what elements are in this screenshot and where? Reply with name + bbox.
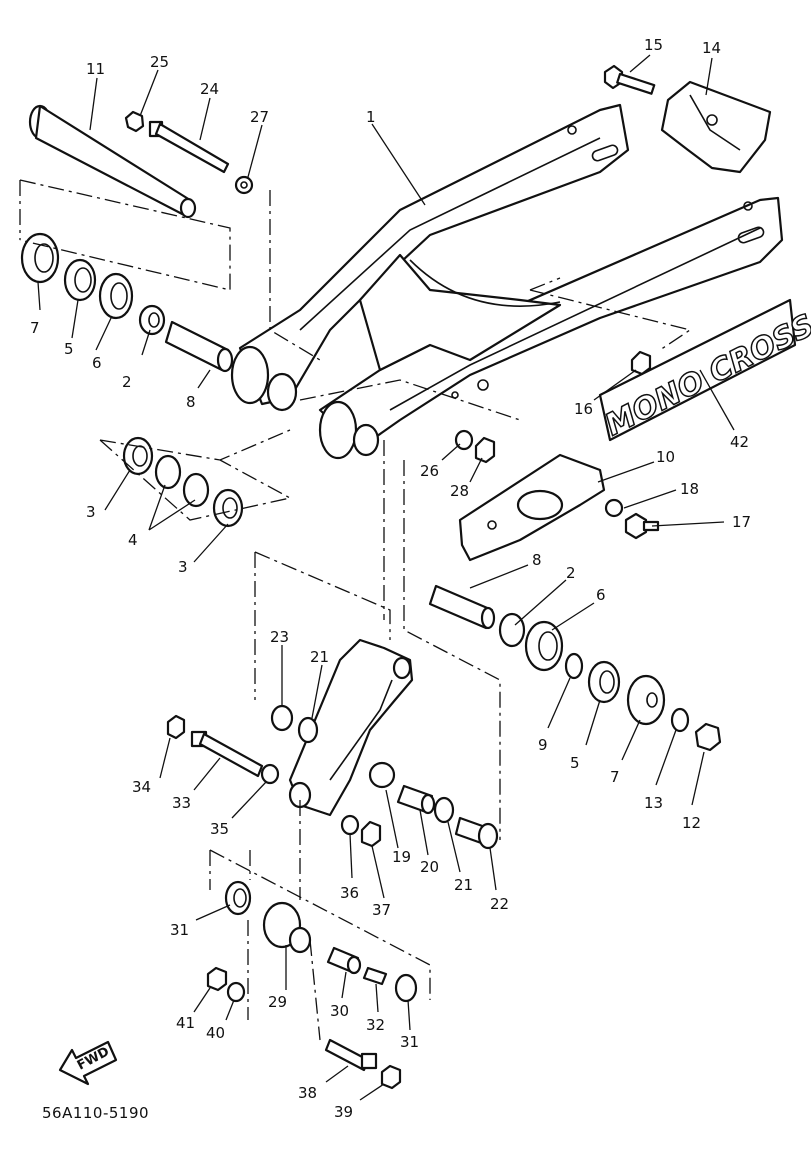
- callout-9: 9: [538, 736, 548, 754]
- callout-30: 30: [330, 1002, 349, 1020]
- seal-21-bottom: [433, 796, 455, 824]
- callout-35: 35: [210, 820, 229, 838]
- bolt-17: [624, 512, 660, 540]
- callout-22: 22: [490, 895, 509, 913]
- callout-3: 3: [178, 558, 188, 576]
- callout-1: 1: [366, 108, 376, 126]
- callout-21: 21: [310, 648, 329, 666]
- seal-21-top: [297, 716, 319, 744]
- leader-lines: [37, 54, 735, 1101]
- center-bearing-stack: [122, 436, 244, 528]
- callout-40: 40: [206, 1024, 225, 1042]
- nut-28: [474, 436, 496, 464]
- callout-2: 2: [122, 373, 132, 391]
- callout-33: 33: [172, 794, 191, 812]
- callout-8: 8: [186, 393, 196, 411]
- callout-20: 20: [420, 858, 439, 876]
- callout-21: 21: [454, 876, 473, 894]
- nut-16: [630, 350, 652, 376]
- callout-6: 6: [596, 586, 606, 604]
- callout-28: 28: [450, 482, 469, 500]
- washer-35: [260, 763, 280, 785]
- nut-37: [360, 820, 382, 848]
- mono-cross-decal: MONO CROSS: [598, 298, 811, 444]
- decal-text: MONO CROSS: [600, 308, 811, 443]
- callout-5: 5: [64, 340, 74, 358]
- callout-31: 31: [170, 921, 189, 939]
- connecting-rod-stack: [224, 880, 418, 1003]
- washer-26: [454, 429, 474, 451]
- callout-13: 13: [644, 794, 663, 812]
- callout-32: 32: [366, 1016, 385, 1034]
- chain-guide: [660, 80, 772, 174]
- callout-27: 27: [250, 108, 269, 126]
- callout-23: 23: [270, 628, 289, 646]
- callout-17: 17: [732, 513, 751, 531]
- callout-15: 15: [644, 36, 663, 54]
- bushing-20: [396, 784, 436, 815]
- washer-18: [604, 498, 624, 518]
- callout-25: 25: [150, 53, 169, 71]
- callout-37: 37: [372, 901, 391, 919]
- callout-10: 10: [656, 448, 675, 466]
- callout-12: 12: [682, 814, 701, 832]
- callout-11: 11: [86, 60, 105, 78]
- callout-39: 39: [334, 1103, 353, 1121]
- assembly-lines: [19, 179, 692, 1041]
- callout-7: 7: [610, 768, 620, 786]
- collar-22: [454, 816, 499, 850]
- callout-36: 36: [340, 884, 359, 902]
- pivot-shaft-11: [28, 104, 197, 219]
- washer-27: [234, 175, 254, 195]
- callout-14: 14: [702, 39, 721, 57]
- right-pivot-stack: [428, 584, 722, 752]
- callout-18: 18: [680, 480, 699, 498]
- nut-25: [124, 110, 145, 133]
- washer-40: [226, 981, 246, 1003]
- callout-labels: 1 2 2 3 3 4 5 5 6 6 7 7 8 8 9 10 11 12 1…: [30, 36, 751, 1121]
- callout-6: 6: [92, 354, 102, 372]
- callout-26: 26: [420, 462, 439, 480]
- callout-19: 19: [392, 848, 411, 866]
- bolt-15: [603, 64, 656, 95]
- callout-41: 41: [176, 1014, 195, 1032]
- bolt-38: [324, 1038, 378, 1072]
- bolt-24: [148, 120, 230, 174]
- bolt-33: [190, 730, 264, 778]
- left-pivot-stack: [20, 232, 234, 373]
- callout-4: 4: [128, 531, 138, 549]
- bushing-23: [270, 704, 294, 732]
- chain-slider-10: [458, 453, 606, 562]
- swingarm: [230, 103, 784, 460]
- callout-38: 38: [298, 1084, 317, 1102]
- diagram-code: 56A110-5190: [42, 1104, 149, 1122]
- nut-41: [206, 966, 228, 992]
- callout-29: 29: [268, 993, 287, 1011]
- callout-24: 24: [200, 80, 219, 98]
- callout-5: 5: [570, 754, 580, 772]
- callout-8: 8: [532, 551, 542, 569]
- callout-16: 16: [574, 400, 593, 418]
- nut-34: [166, 714, 186, 740]
- callout-7: 7: [30, 319, 40, 337]
- callout-42: 42: [730, 433, 749, 451]
- callout-2: 2: [566, 564, 576, 582]
- callout-31: 31: [400, 1033, 419, 1051]
- callout-34: 34: [132, 778, 151, 796]
- relay-arm-19: [288, 638, 414, 817]
- fwd-arrow: FWD: [58, 1040, 118, 1086]
- callout-3: 3: [86, 503, 96, 521]
- washer-36: [340, 814, 360, 836]
- nut-39: [380, 1064, 402, 1090]
